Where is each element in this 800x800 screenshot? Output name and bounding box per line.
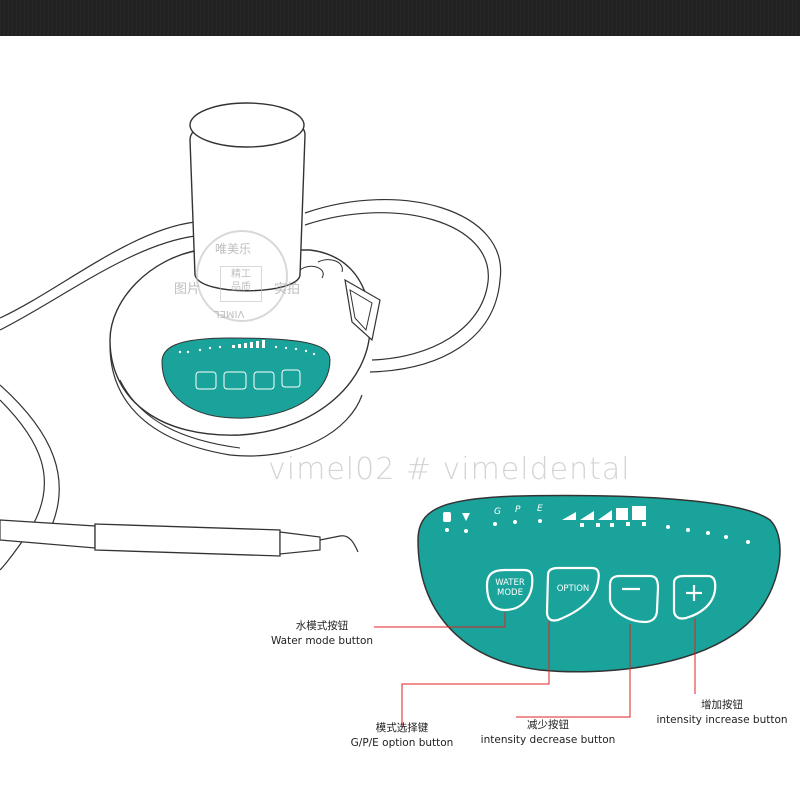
top-banner [0, 0, 800, 36]
callout-water-mode-en: Water mode button [270, 635, 374, 647]
stamp-right-text: 实拍 [274, 282, 301, 297]
small-option-button [223, 371, 247, 390]
callout-increase-en: intensity increase button [656, 714, 788, 726]
mode-letter-e: E [537, 504, 543, 514]
callout-option-en: G/P/E option button [350, 737, 454, 749]
handpiece-tip [279, 531, 321, 555]
watermark-text: vimel02 # vimeldental [268, 452, 631, 487]
cable-line [0, 384, 60, 541]
callout-decrease-zh: 减少按钮 [527, 719, 569, 731]
stamp-middle-text: 精工 品质 [231, 269, 251, 293]
mode-letter-g: G [494, 507, 501, 517]
stamp-left-text: 图片 [174, 282, 201, 297]
leader-option [401, 621, 550, 728]
callout-decrease-en: intensity decrease button [480, 734, 616, 746]
stamp-top-text: 唯美乐 [215, 242, 252, 256]
small-increase-button [281, 369, 301, 388]
small-panel-leds [178, 340, 316, 356]
base-outline [119, 379, 241, 449]
leader-lines [374, 612, 696, 728]
cable-line [304, 212, 489, 361]
stamp-watermark [196, 230, 288, 322]
stamp-inner-box [220, 266, 262, 302]
holder-clip [344, 278, 381, 342]
leader-decrease [516, 624, 631, 718]
bottle-cap [189, 102, 305, 148]
water-mode-button[interactable] [485, 568, 534, 612]
increase-button[interactable] [672, 574, 717, 620]
base-outline [109, 344, 363, 457]
holder-clip [349, 289, 373, 332]
option-button-label: OPTION [556, 584, 590, 594]
handpiece-body [94, 523, 281, 557]
mode-letter-p: P [515, 505, 521, 515]
scaler-tip [319, 535, 359, 553]
control-panel [417, 494, 781, 673]
callout-option-zh: 模式选择键 [375, 722, 429, 734]
cable-line [0, 221, 196, 319]
callout-increase: 增加按钮 intensity increase button [652, 698, 792, 728]
stamp-bottom-text: VIMEL [214, 308, 245, 319]
callout-option: 模式选择键 G/P/E option button [340, 721, 464, 751]
option-button[interactable] [545, 566, 600, 622]
small-decrease-button [253, 371, 275, 390]
cable-line [0, 399, 45, 571]
cable-line [0, 235, 196, 331]
small-water-button [195, 371, 217, 390]
leader-water [374, 612, 506, 628]
holder-clip [299, 265, 324, 279]
cable-line [304, 199, 502, 373]
handpiece-cable [0, 519, 96, 549]
panel-indicator-leds [443, 506, 750, 544]
callout-decrease: 减少按钮 intensity decrease button [476, 718, 620, 748]
callout-water-mode-zh: 水模式按钮 [295, 620, 349, 632]
decrease-button[interactable] [608, 574, 660, 624]
callout-water-mode: 水模式按钮 Water mode button [266, 619, 378, 649]
callout-increase-zh: 增加按钮 [701, 699, 743, 711]
water-mode-button-label: WATER MODE [495, 578, 525, 598]
holder-clip [317, 259, 343, 273]
